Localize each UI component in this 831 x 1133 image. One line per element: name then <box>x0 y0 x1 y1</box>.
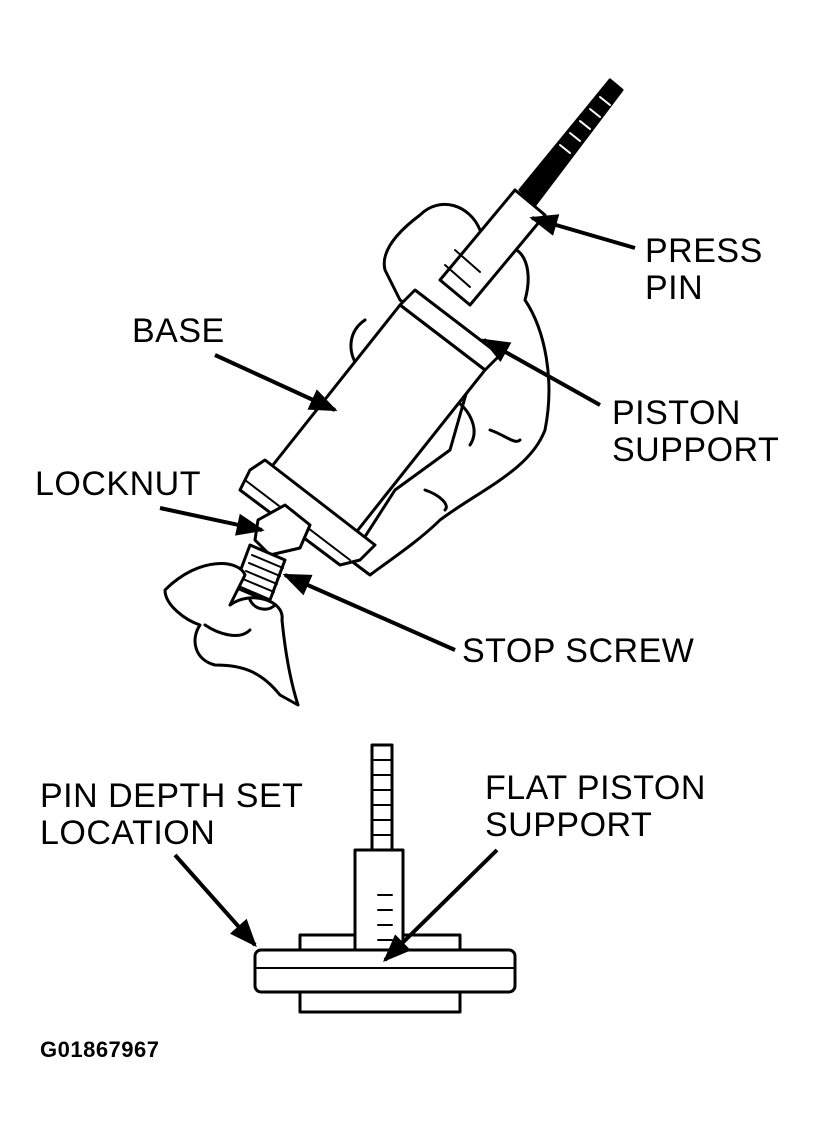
arrow-base <box>214 353 338 412</box>
threaded-rod <box>518 78 624 207</box>
label-press-pin: PRESS PIN <box>645 232 763 307</box>
arrow-press-pin <box>529 214 636 250</box>
arrow-pin-depth-set-location <box>173 853 257 948</box>
base-flange <box>238 458 377 567</box>
bottom-base-plate <box>253 948 517 994</box>
arrow-locknut <box>159 506 265 536</box>
locknut-shape <box>253 503 312 557</box>
label-flat-piston-support: FLAT PISTON SUPPORT <box>485 769 706 844</box>
bottom-lower-step <box>298 990 462 1014</box>
label-pin-depth-set-location: PIN DEPTH SET LOCATION <box>40 777 304 852</box>
label-piston-support: PISTON SUPPORT <box>612 394 780 469</box>
press-pin-sleeve <box>438 188 547 307</box>
arrow-piston-support <box>481 338 601 407</box>
label-stop-screw: STOP SCREW <box>462 632 695 670</box>
arrow-flat-piston-support <box>383 848 499 962</box>
label-base: BASE <box>132 312 225 350</box>
figure-id: G01867967 <box>40 1037 160 1062</box>
arrow-stop-screw <box>282 573 456 652</box>
label-locknut: LOCKNUT <box>35 465 201 503</box>
